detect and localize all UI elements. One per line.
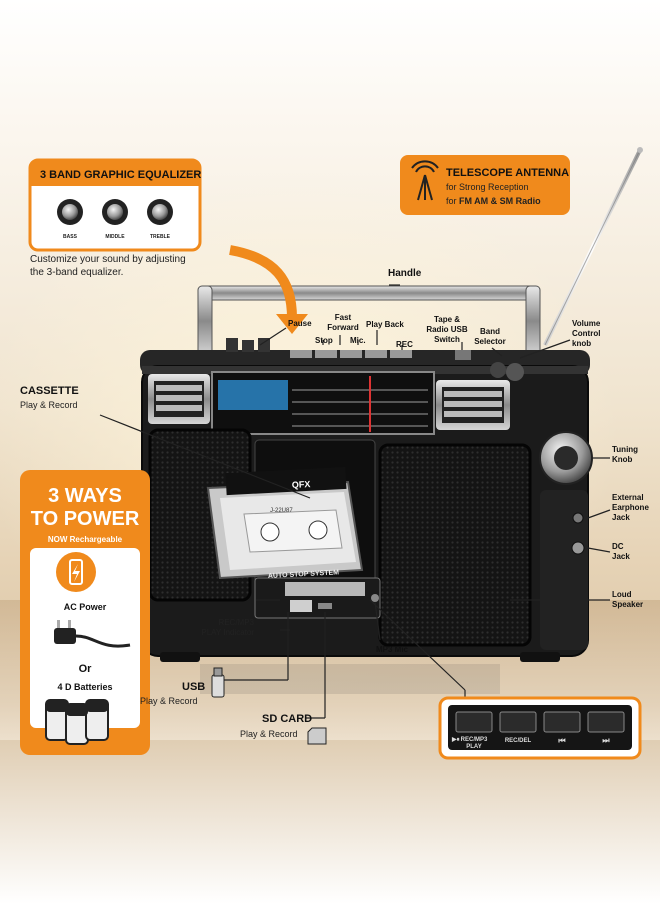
eq-knob-middle: MIDDLE [105,234,125,240]
label-fast-1: Fast [335,313,352,322]
label-earphone-3: Jack [612,513,630,522]
eq-knob-treble: TREBLE [150,234,171,240]
eq-knob-bass: BASS [63,234,78,240]
panel-btn1-label: REC/MP3 [461,737,488,743]
panel-btn1-icon: ▶⏸ [451,736,460,743]
label-earphone-1: External [612,493,644,502]
antenna-line2: for FM AM & SM Radio [446,196,541,206]
boombox-body [140,338,593,662]
label-tuning-2: Knob [612,455,633,464]
sdcard-title: SD CARD [262,713,312,725]
equalizer-arrow [229,245,297,319]
dc-jack [571,541,585,555]
label-rec-indicator-2: PLAY Indicator [201,628,254,637]
antenna-icon [411,160,439,201]
auto-stop-label: AUTO STOP SYSTEM [268,569,340,580]
power-rechargeable: NOW Rechargeable [48,535,123,544]
panel-btn3-label: ⏮ [558,736,565,745]
ac-plug-icon [54,620,131,648]
panel-btn4-label: ⏭ [602,736,610,745]
usb-icon [211,667,225,698]
label-band-1: Band [480,327,500,336]
panel-btn1-label2: PLAY [466,744,481,750]
label-earphone-2: Earphone [612,503,649,512]
label-fast-2: Forward [327,323,359,332]
label-speaker-1: Loud [612,590,632,599]
label-handle: Handle [388,268,422,279]
power-title-2: TO POWER [31,508,140,530]
label-volume-2: Control [572,329,600,338]
top-buttons [226,338,524,381]
cassette-title: CASSETTE [20,385,79,397]
label-mp3-mic: MP3 Mic [376,645,409,654]
label-tape-1: Tape & [434,315,460,324]
label-dc-1: DC [612,542,624,551]
panel-btn2-label: REC/DEL [505,738,532,744]
label-band-2: Selector [474,337,506,346]
power-batteries: 4 D Batteries [57,682,112,692]
label-stop: Stop [315,336,333,345]
tape-label: J-22U87 [270,508,293,514]
equalizer-desc-2: the 3-band equalizer. [30,267,123,278]
label-speaker-2: Speaker [612,600,643,609]
label-tape-2: Radio USB [426,325,468,334]
usb-sub: Play & Record [140,696,198,706]
earphone-jack [572,512,584,524]
label-rec-indicator-1: REC/MP3 [218,618,254,627]
equalizer-title: 3 BAND GRAPHIC EQUALIZER [40,169,201,181]
power-or: Or [79,663,93,675]
power-title-1: 3 WAYS [48,485,122,507]
antenna-tip [637,147,643,153]
label-playback: Play Back [366,320,404,329]
cassette-door [206,466,364,580]
label-dc-2: Jack [612,552,630,561]
usb-title: USB [182,681,205,693]
cassette-sub: Play & Record [20,400,78,410]
brand-label: QFX [292,479,311,490]
label-rec: REC [396,340,413,349]
leader-lines [99,284,611,719]
label-mic: Mic. [350,336,366,345]
label-volume-1: Volume [572,319,601,328]
power-ac: AC Power [64,602,107,612]
equalizer-desc-1: Customize your sound by adjusting [30,254,186,265]
antenna-line1: for Strong Reception [446,182,529,192]
equalizer-knobs [57,199,173,225]
label-tape-3: Switch [434,335,460,344]
right-speaker [378,443,532,647]
antenna-title: TELESCOPE ANTENNA [446,167,569,179]
sdcard-sub: Play & Record [240,729,298,739]
sd-card-icon [307,727,327,745]
batteries-icon [45,699,109,745]
label-tuning-1: Tuning [612,445,638,454]
label-volume-3: knob [572,339,591,348]
label-pause: Pause [288,319,312,328]
antenna-box [400,155,570,215]
